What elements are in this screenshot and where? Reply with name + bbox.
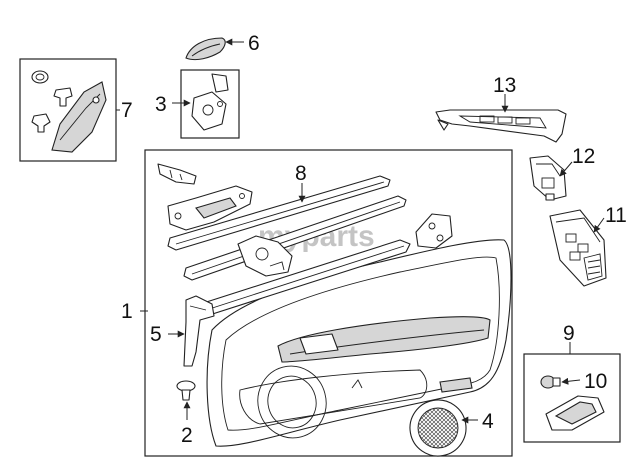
- part-10-bulb[interactable]: [540, 375, 561, 389]
- leader-10: [561, 377, 581, 385]
- leader-12: [559, 161, 573, 177]
- callout-11: 11: [605, 204, 627, 227]
- callout-3: 3: [155, 93, 167, 116]
- part-1-mechanism[interactable]: [237, 235, 293, 277]
- callout-2: 2: [181, 424, 193, 447]
- part-4-speaker-grille[interactable]: [406, 396, 471, 461]
- part-3-bracket[interactable]: [191, 73, 229, 131]
- part-11-master-switch[interactable]: [549, 209, 607, 287]
- part-1-box: [144, 149, 513, 457]
- part-12-switch[interactable]: [529, 155, 567, 201]
- part-8-belt-moldings[interactable]: [167, 175, 411, 319]
- part-9-lamp-housing[interactable]: [545, 395, 605, 431]
- leader-11: [593, 217, 605, 233]
- callout-8: 8: [295, 162, 307, 185]
- part-1-door-panel[interactable]: [206, 239, 512, 447]
- callout-10: 10: [584, 370, 607, 393]
- part-1-inner-handle[interactable]: [167, 185, 253, 231]
- part-13-switch-bezel[interactable]: [435, 109, 567, 143]
- callout-12: 12: [572, 145, 595, 168]
- callout-9: 9: [563, 322, 575, 345]
- callout-1: 1: [121, 300, 133, 323]
- part-5-harness-bracket[interactable]: [183, 295, 215, 367]
- callout-6: 6: [248, 32, 260, 55]
- part-1-clip[interactable]: [157, 163, 197, 185]
- part-1-bracket[interactable]: [415, 213, 453, 249]
- part-3-box: [180, 69, 240, 139]
- callout-7: 7: [121, 99, 133, 122]
- callout-5: 5: [150, 323, 162, 346]
- callout-13: 13: [493, 74, 516, 97]
- part-6-trim-cap[interactable]: [185, 37, 226, 61]
- part-7-clips[interactable]: [31, 70, 107, 153]
- callout-4: 4: [482, 410, 494, 433]
- part-9-box: [523, 353, 621, 443]
- part-2-push-clip[interactable]: [176, 380, 196, 401]
